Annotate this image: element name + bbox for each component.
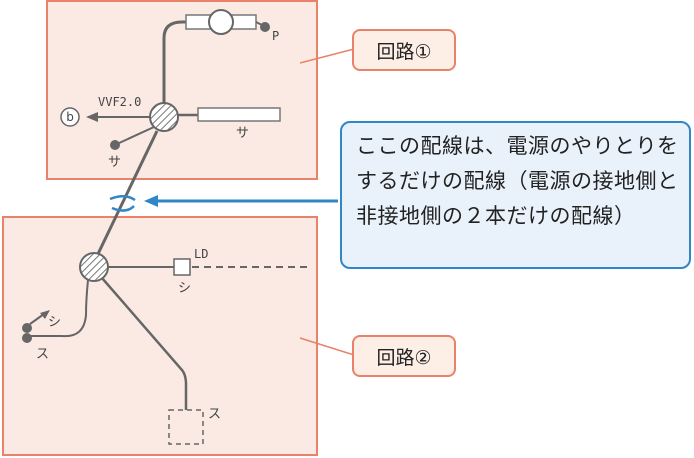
ld-label: LD xyxy=(194,247,208,261)
switch-sa-label: サ xyxy=(108,155,121,170)
switch-shi-icon xyxy=(22,323,32,333)
callout1-leader xyxy=(299,48,355,64)
wire-to-switch-sa xyxy=(116,126,155,145)
circuit-1-area xyxy=(46,0,318,180)
wire-to-light-p xyxy=(162,20,190,103)
fluorescent-fixture xyxy=(197,107,281,122)
callout-circuit-1: 回路① xyxy=(352,29,456,71)
outlet-b-label: b xyxy=(66,110,74,124)
callout-circuit-2: 回路② xyxy=(352,335,456,377)
inter-circuit-cable xyxy=(95,130,159,257)
switch-arrow-line xyxy=(29,313,45,325)
wire-to-light-su xyxy=(101,277,188,410)
switch-su-icon xyxy=(22,333,32,343)
switch-shi-label: シ xyxy=(48,315,61,330)
cable-marker-icon xyxy=(109,195,136,212)
pull-switch-icon xyxy=(260,22,270,32)
arrow-head-icon xyxy=(144,195,158,207)
junction-box-1 xyxy=(149,102,179,132)
wire-to-switches xyxy=(30,279,89,338)
callout2-leader xyxy=(299,337,355,356)
switch-arrow-icon xyxy=(40,310,50,319)
fluorescent-label: サ xyxy=(236,126,249,141)
outlet-b-icon xyxy=(60,107,80,127)
switch-shi-ld-label: シ xyxy=(178,281,191,296)
ld-box-icon xyxy=(173,258,191,276)
ceiling-light-icon xyxy=(208,9,234,35)
switch-su-label: ス xyxy=(36,347,49,362)
junction-box-2 xyxy=(79,252,109,282)
light-su-icon xyxy=(168,409,204,445)
light-su-label: ス xyxy=(208,407,221,422)
wiring-note: ここの配線は、電源のやりとりをするだけの配線（電源の接地側と非接地側の２本だけの… xyxy=(340,121,691,269)
switch-sa-icon xyxy=(110,140,120,150)
pull-switch-label: P xyxy=(272,29,279,43)
cable-label: VVF2.0 xyxy=(98,95,141,109)
arrow-left-icon xyxy=(86,112,98,122)
